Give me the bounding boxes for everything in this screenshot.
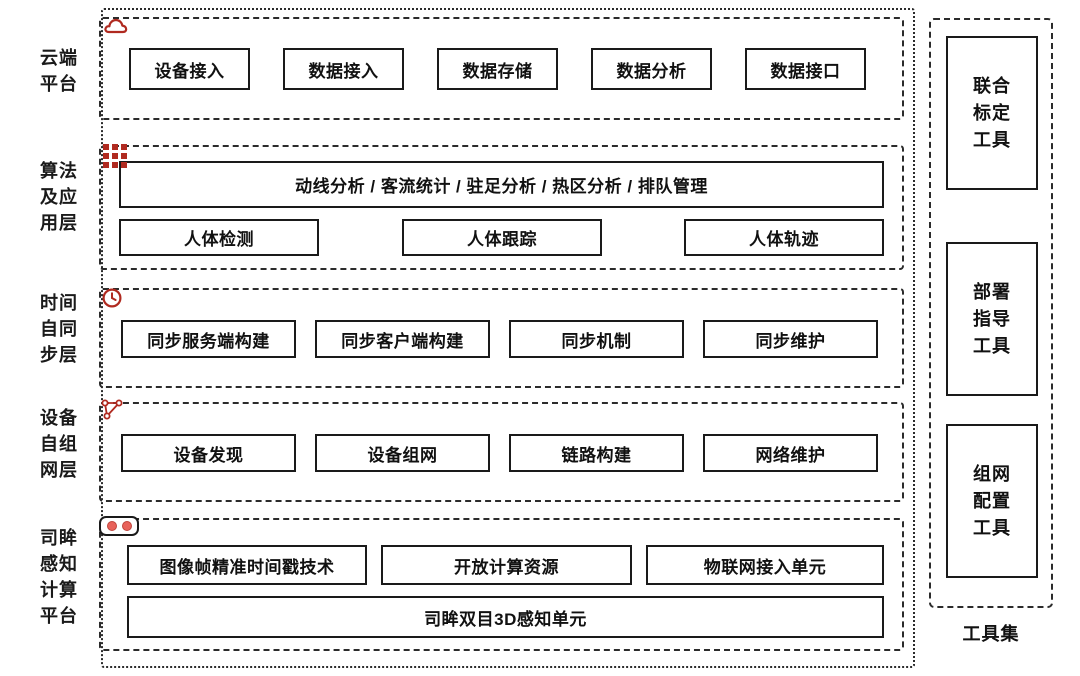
toolset-panel: 联合 标定 工具 部署 指导 工具 组网 配置 工具 [929, 18, 1053, 608]
tool-deployment-guide[interactable]: 部署 指导 工具 [946, 242, 1038, 396]
label-line: 设备 [40, 408, 78, 428]
box-frame-timestamp-tech[interactable]: 图像帧精准时间戳技术 [127, 545, 367, 585]
box-data-interface[interactable]: 数据接口 [745, 48, 866, 90]
label-line: 时间 [40, 293, 78, 313]
layer-label-algorithm-application: 算法 及应 用层 [24, 158, 94, 236]
toolset-caption: 工具集 [962, 624, 1020, 644]
binocular-icon [99, 516, 139, 536]
box-open-compute-resource[interactable]: 开放计算资源 [381, 545, 632, 585]
box-link-construction[interactable]: 链路构建 [509, 434, 684, 472]
layer-stack-outline [101, 8, 915, 668]
box-sync-server-build[interactable]: 同步服务端构建 [121, 320, 296, 358]
label-line: 感知 [40, 554, 78, 575]
box-human-tracking[interactable]: 人体跟踪 [402, 219, 602, 256]
layer-container-algorithm-application: 动线分析 / 客流统计 / 驻足分析 / 热区分析 / 排队管理 人体检测 人体… [99, 145, 904, 270]
label-line: 步层 [40, 345, 78, 366]
label-line: 平台 [40, 74, 78, 95]
box-sync-mechanism[interactable]: 同步机制 [509, 320, 684, 358]
network-icon [101, 399, 125, 421]
tool-label-line: 标定 [973, 102, 1011, 123]
box-human-detection[interactable]: 人体检测 [119, 219, 319, 256]
label-line: 及应 [40, 187, 78, 208]
layer-label-device-mesh: 设备 自组 网层 [24, 405, 94, 483]
box-binocular-3d-unit[interactable]: 司眸双目3D感知单元 [127, 596, 884, 638]
label-line: 计算 [40, 580, 78, 601]
grid-icon [103, 144, 127, 168]
box-network-maintenance[interactable]: 网络维护 [703, 434, 878, 472]
box-device-discovery[interactable]: 设备发现 [121, 434, 296, 472]
layer-label-perception-compute: 司眸 感知 计算 平台 [24, 525, 94, 629]
cloud-icon [104, 17, 128, 34]
tool-label-line: 联合 [973, 75, 1011, 96]
tool-label-line: 工具 [973, 335, 1011, 356]
box-sync-maintenance[interactable]: 同步维护 [703, 320, 878, 358]
clock-icon [101, 287, 123, 309]
label-line: 自组 [40, 434, 78, 455]
label-line: 自同 [40, 319, 78, 340]
label-line: 云端 [40, 48, 78, 68]
tool-joint-calibration[interactable]: 联合 标定 工具 [946, 36, 1038, 190]
tool-label-line: 指导 [973, 308, 1011, 329]
box-data-analysis[interactable]: 数据分析 [591, 48, 712, 90]
label-line: 网层 [40, 460, 78, 481]
box-iot-access-unit[interactable]: 物联网接入单元 [646, 545, 884, 585]
tool-label-line: 部署 [973, 281, 1011, 302]
box-data-access[interactable]: 数据接入 [283, 48, 404, 90]
layer-container-time-sync: 同步服务端构建 同步客户端构建 同步机制 同步维护 [99, 288, 904, 388]
label-line: 用层 [40, 213, 78, 234]
layer-container-cloud-platform: 设备接入 数据接入 数据存储 数据分析 数据接口 [99, 17, 904, 120]
layer-container-perception-compute: 图像帧精准时间戳技术 开放计算资源 物联网接入单元 司眸双目3D感知单元 [99, 518, 904, 651]
tool-label-line: 配置 [973, 490, 1011, 511]
box-analytics-suite[interactable]: 动线分析 / 客流统计 / 驻足分析 / 热区分析 / 排队管理 [119, 161, 884, 208]
label-line: 平台 [40, 606, 78, 627]
box-human-trajectory[interactable]: 人体轨迹 [684, 219, 884, 256]
tool-label-line: 工具 [973, 129, 1011, 150]
box-device-networking[interactable]: 设备组网 [315, 434, 490, 472]
box-sync-client-build[interactable]: 同步客户端构建 [315, 320, 490, 358]
layer-container-device-mesh: 设备发现 设备组网 链路构建 网络维护 [99, 402, 904, 502]
box-device-access[interactable]: 设备接入 [129, 48, 250, 90]
box-data-storage[interactable]: 数据存储 [437, 48, 558, 90]
tool-network-config[interactable]: 组网 配置 工具 [946, 424, 1038, 578]
layer-label-time-sync: 时间 自同 步层 [24, 290, 94, 368]
tool-label-line: 组网 [973, 463, 1011, 484]
tool-label-line: 工具 [973, 517, 1011, 538]
layer-label-cloud-platform: 云端 平台 [24, 45, 94, 97]
label-line: 司眸 [40, 528, 78, 548]
label-line: 算法 [40, 161, 78, 181]
